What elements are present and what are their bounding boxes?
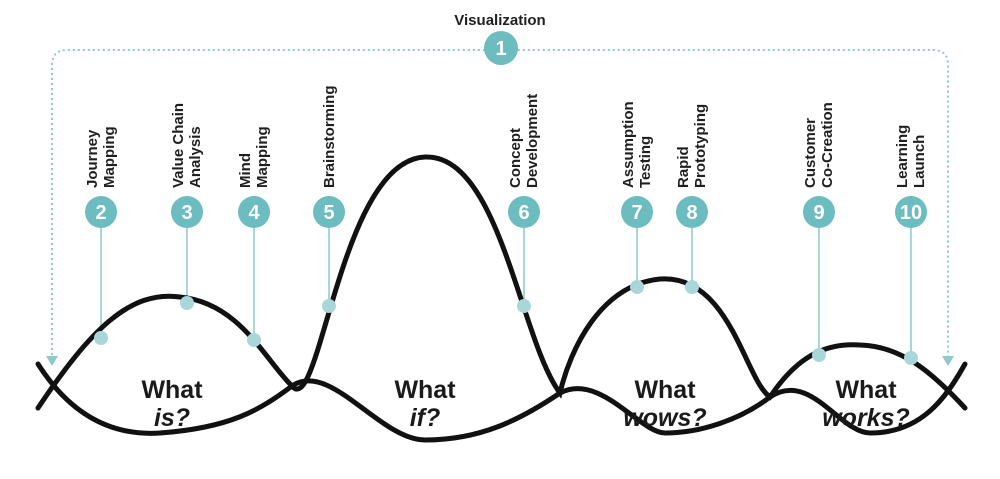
tool-label-line1: Brainstorming xyxy=(321,85,338,188)
phase-label-line1: What xyxy=(394,376,456,404)
tool-label-line2: Prototyping xyxy=(692,104,709,188)
tool-label-line2: Analysis xyxy=(187,126,204,188)
loop-arrow-left-icon xyxy=(46,356,58,366)
marker-10-circle xyxy=(895,196,927,228)
marker-number: 7 xyxy=(631,202,642,224)
curve-a xyxy=(35,154,968,411)
tool-label-line2: Development xyxy=(524,94,541,188)
phase-labels: What is? What if? What wows? What works? xyxy=(141,376,909,432)
loop-arrow-right-icon xyxy=(942,356,954,366)
tool-label-line1: Concept xyxy=(507,128,524,188)
connector-stems xyxy=(100,212,912,358)
marker-7-circle xyxy=(621,196,653,228)
marker-number: 3 xyxy=(181,202,192,224)
marker-number: 10 xyxy=(900,202,922,224)
tool-markers xyxy=(85,196,927,228)
tool-label-line1: Value Chain xyxy=(170,103,187,188)
tool-label-line1: Learning xyxy=(894,125,911,188)
phase-label-line1: What xyxy=(141,376,203,404)
tool-label-line2: Testing xyxy=(637,136,654,188)
tool-label-line1: Customer xyxy=(802,118,819,188)
marker-9-circle xyxy=(803,196,835,228)
tool-label-line1: Assumption xyxy=(620,101,637,188)
phase-label-line2: wows? xyxy=(623,404,706,432)
marker-1-circle xyxy=(484,31,518,65)
tool-label-line1: Journey xyxy=(84,129,101,188)
phase-label-line2: if? xyxy=(410,404,441,432)
phase-label-line1: What xyxy=(835,376,897,404)
tool-label-line2: Co-Creation xyxy=(819,102,836,188)
curve-b xyxy=(35,361,968,443)
marker-8-circle xyxy=(676,196,708,228)
marker-6-circle xyxy=(508,196,540,228)
tool-label-line2: Mapping xyxy=(254,126,271,188)
marker-number: 9 xyxy=(813,202,824,224)
marker-number: 6 xyxy=(518,202,529,224)
visualization-loop-line xyxy=(51,49,949,360)
tool-label-line2: Mapping xyxy=(101,126,118,188)
tool-label-line1: Mind xyxy=(237,153,254,188)
phase-label-line1: What xyxy=(634,376,696,404)
marker-number: 4 xyxy=(248,202,260,224)
phase-label-line2: is? xyxy=(154,404,190,432)
marker-5-circle xyxy=(313,196,345,228)
phase-label-line2: works? xyxy=(822,404,910,432)
marker-4-circle xyxy=(238,196,270,228)
visualization-title: Visualization xyxy=(454,12,545,29)
marker-number: 2 xyxy=(95,202,106,224)
marker-1-number: 1 xyxy=(495,38,506,60)
marker-3-circle xyxy=(171,196,203,228)
marker-2-circle xyxy=(85,196,117,228)
marker-number: 5 xyxy=(323,202,334,224)
tool-label-line2: Launch xyxy=(911,135,928,188)
tool-label-line1: Rapid xyxy=(675,146,692,188)
marker-number: 8 xyxy=(686,202,697,224)
tool-marker-numbers: 2 3 4 5 6 7 8 9 10 xyxy=(95,202,922,224)
tool-labels: Journey Mapping Value Chain Analysis Min… xyxy=(84,85,928,188)
curve-contact-dots xyxy=(94,280,918,365)
